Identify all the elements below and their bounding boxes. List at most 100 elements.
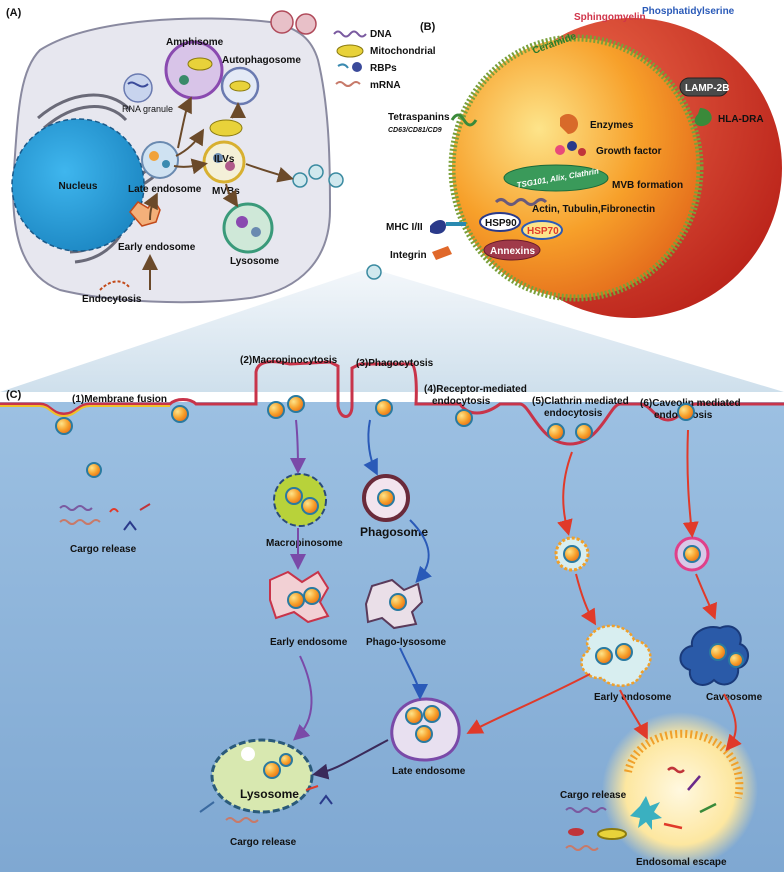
annexins-protein	[483, 239, 541, 261]
exosome	[575, 423, 593, 441]
early-endosome-right-label: Early endosome	[594, 692, 672, 703]
phagosome-label: Phagosome	[360, 525, 428, 539]
lysosome-a	[222, 202, 274, 254]
lamp2b-label: LAMP-2B	[685, 83, 729, 94]
panel-b: (B) Ceramide Sphingomyelin Phosphatidyls…	[386, 6, 782, 318]
mitochondrion	[209, 119, 243, 137]
phagocytosis-title: (3)Phagocytosis	[356, 358, 434, 369]
pathway-arrows-c	[289, 419, 742, 780]
macropinocytosis-title: (2)Macropinocytosis	[240, 355, 338, 366]
lysosome-label-a: Lysosome	[230, 256, 280, 267]
rna-granule	[123, 73, 153, 103]
endocytosis-label: Endocytosis	[82, 294, 142, 305]
mvb-formation-label: MVB formation	[612, 180, 683, 191]
lamp2b-protein	[679, 77, 729, 97]
exosome	[677, 403, 695, 421]
legend-mitochondrial-label: Mitochondrial	[370, 46, 436, 57]
exosome	[287, 395, 305, 413]
released-vesicle	[328, 172, 344, 188]
cargo-molecules-2	[199, 785, 333, 823]
nucleus	[11, 118, 145, 252]
amphisome	[164, 40, 224, 100]
cargo-molecules-1	[59, 503, 151, 531]
spiky-molecule	[630, 796, 662, 830]
sphingomyelin-label: Sphingomyelin	[574, 12, 646, 23]
lysosome-c	[210, 738, 314, 814]
tetraspanins-sub-label: CD63/CD81/CD9	[388, 127, 442, 134]
released-vesicle	[292, 172, 308, 188]
amphisome-label: Amphisome	[166, 37, 224, 48]
early-endosome-left-label: Early endosome	[270, 637, 348, 648]
pathway-arrows-a	[142, 96, 294, 291]
legend: DNA Mitochondrial RBPs mRNA	[333, 29, 436, 91]
hla-dra-label: HLA-DRA	[718, 114, 764, 125]
autophagosome-label: Autophagosome	[222, 55, 301, 66]
mvb-formation-protein	[503, 164, 609, 192]
receptor-title-2: endocytosis	[432, 396, 491, 407]
late-endosome-a	[141, 141, 179, 179]
phosphatidylserine-label: Phosphatidylserine	[642, 6, 735, 17]
caveosome-label: Caveosome	[706, 692, 763, 703]
hsp70-label: HSP70	[527, 226, 559, 237]
exosome	[375, 399, 393, 417]
exosome	[171, 405, 189, 423]
mhc-label: MHC I/II	[386, 222, 423, 233]
legend-mrna-icon	[335, 81, 361, 87]
exosome	[55, 417, 73, 435]
late-endosome-label-a: Late endosome	[128, 184, 202, 195]
endocytosis-pit	[99, 280, 131, 291]
magnification-funnel	[0, 268, 784, 392]
hsp90-label: HSP90	[485, 218, 517, 229]
exosome-small	[366, 264, 382, 280]
rna-granule-label: RNA granule	[122, 104, 173, 114]
enzymes-icon	[560, 114, 579, 134]
tetraspanins-label: Tetraspanins	[388, 112, 450, 123]
early-endosome-label-a: Early endosome	[118, 242, 196, 253]
growth-factor-label: Growth factor	[596, 146, 662, 157]
ilvs-label: ILVs	[214, 154, 235, 165]
enzymes-label: Enzymes	[590, 120, 634, 131]
legend-rbps-icon	[337, 63, 349, 69]
clathrin-title-2: endocytosis	[544, 408, 603, 419]
mhc-protein	[430, 220, 446, 234]
integrin-protein	[432, 246, 452, 260]
endosomal-escape-label: Endosomal escape	[636, 857, 727, 868]
hsp70-protein	[521, 220, 563, 240]
macropinosome-label: Macropinosome	[266, 538, 343, 549]
actin-label: Actin, Tubulin,Fibronectin	[532, 204, 655, 215]
nucleus-label: Nucleus	[59, 181, 98, 192]
panel-a: (A) Nucleus RNA granule Amphisome Autoph…	[6, 7, 344, 305]
annexins-label: Annexins	[490, 246, 535, 257]
exosome	[267, 401, 285, 419]
panel-b-label: (B)	[420, 21, 436, 33]
panel-a-label: (A)	[6, 7, 22, 19]
legend-rbps-label: RBPs	[370, 63, 397, 74]
released-vesicle	[308, 164, 324, 180]
plasma-membrane-c	[0, 360, 784, 446]
endosome-rupturing	[624, 729, 744, 799]
panel-c: (C) (1)Membrane fusion (2)Macropinocytos…	[0, 355, 784, 872]
legend-mitochondrial-icon	[336, 44, 364, 58]
exosome	[455, 409, 473, 427]
exosome	[547, 423, 565, 441]
hsp90-protein	[479, 212, 521, 232]
legend-mrna-label: mRNA	[370, 80, 401, 91]
lysosome-c-label: Lysosome	[240, 787, 299, 801]
membrane-fusion-title: (1)Membrane fusion	[72, 394, 167, 405]
late-endosome-c-label: Late endosome	[392, 766, 466, 777]
caveolin-title-1: (6)Caveolin mediated	[640, 398, 741, 409]
cargo-release-2-label: Cargo release	[230, 837, 297, 848]
exosome	[86, 462, 102, 478]
legend-dna-icon	[333, 30, 367, 38]
budding-vesicle	[270, 10, 294, 34]
actin-filament	[494, 198, 548, 206]
legend-dna-label: DNA	[370, 29, 392, 40]
hla-dra-protein	[694, 108, 712, 127]
growth-factor-icon	[555, 145, 565, 155]
integrin-label: Integrin	[390, 250, 427, 261]
phago-lysosome-label: Phago-lysosome	[366, 637, 446, 648]
cargo-molecules-3	[565, 807, 627, 851]
budding-vesicle	[295, 13, 317, 35]
clathrin-title-1: (5)Clathrin mediated	[532, 396, 629, 407]
